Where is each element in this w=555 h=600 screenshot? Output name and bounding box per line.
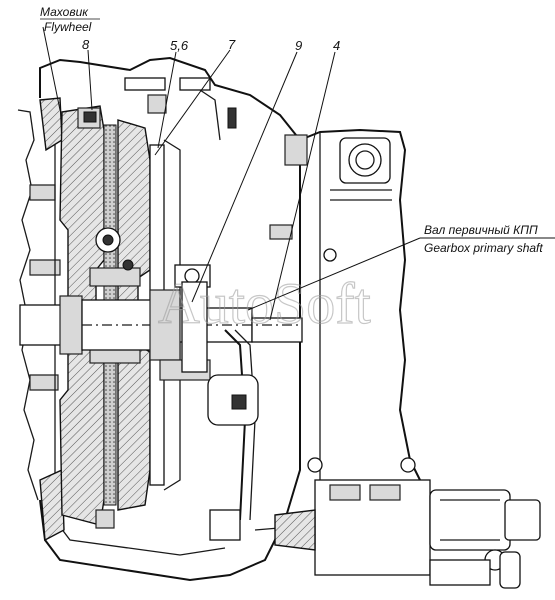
leader-lines <box>42 26 555 321</box>
gearbox-casing <box>269 128 421 481</box>
shaft-label-en: Gearbox primary shaft <box>424 241 543 255</box>
primary-shaft <box>19 289 303 361</box>
clutch-booster <box>254 479 541 589</box>
callout-7: 7 <box>228 37 236 52</box>
release-fork <box>207 329 259 541</box>
engine-block-edge <box>17 109 61 501</box>
shaft-label-ru: Вал первичный КПП <box>424 223 538 237</box>
flywheel-label-ru: Маховик <box>40 5 89 19</box>
callout-4: 4 <box>333 38 340 53</box>
release-bearing <box>159 264 211 381</box>
clutch-housing <box>39 56 301 582</box>
flywheel-label-en: Flywheel <box>44 20 92 34</box>
callout-9: 9 <box>295 38 302 53</box>
housing-bolts <box>124 77 237 141</box>
callout-5-6: 5,6 <box>170 38 189 53</box>
callout-8: 8 <box>82 37 90 52</box>
